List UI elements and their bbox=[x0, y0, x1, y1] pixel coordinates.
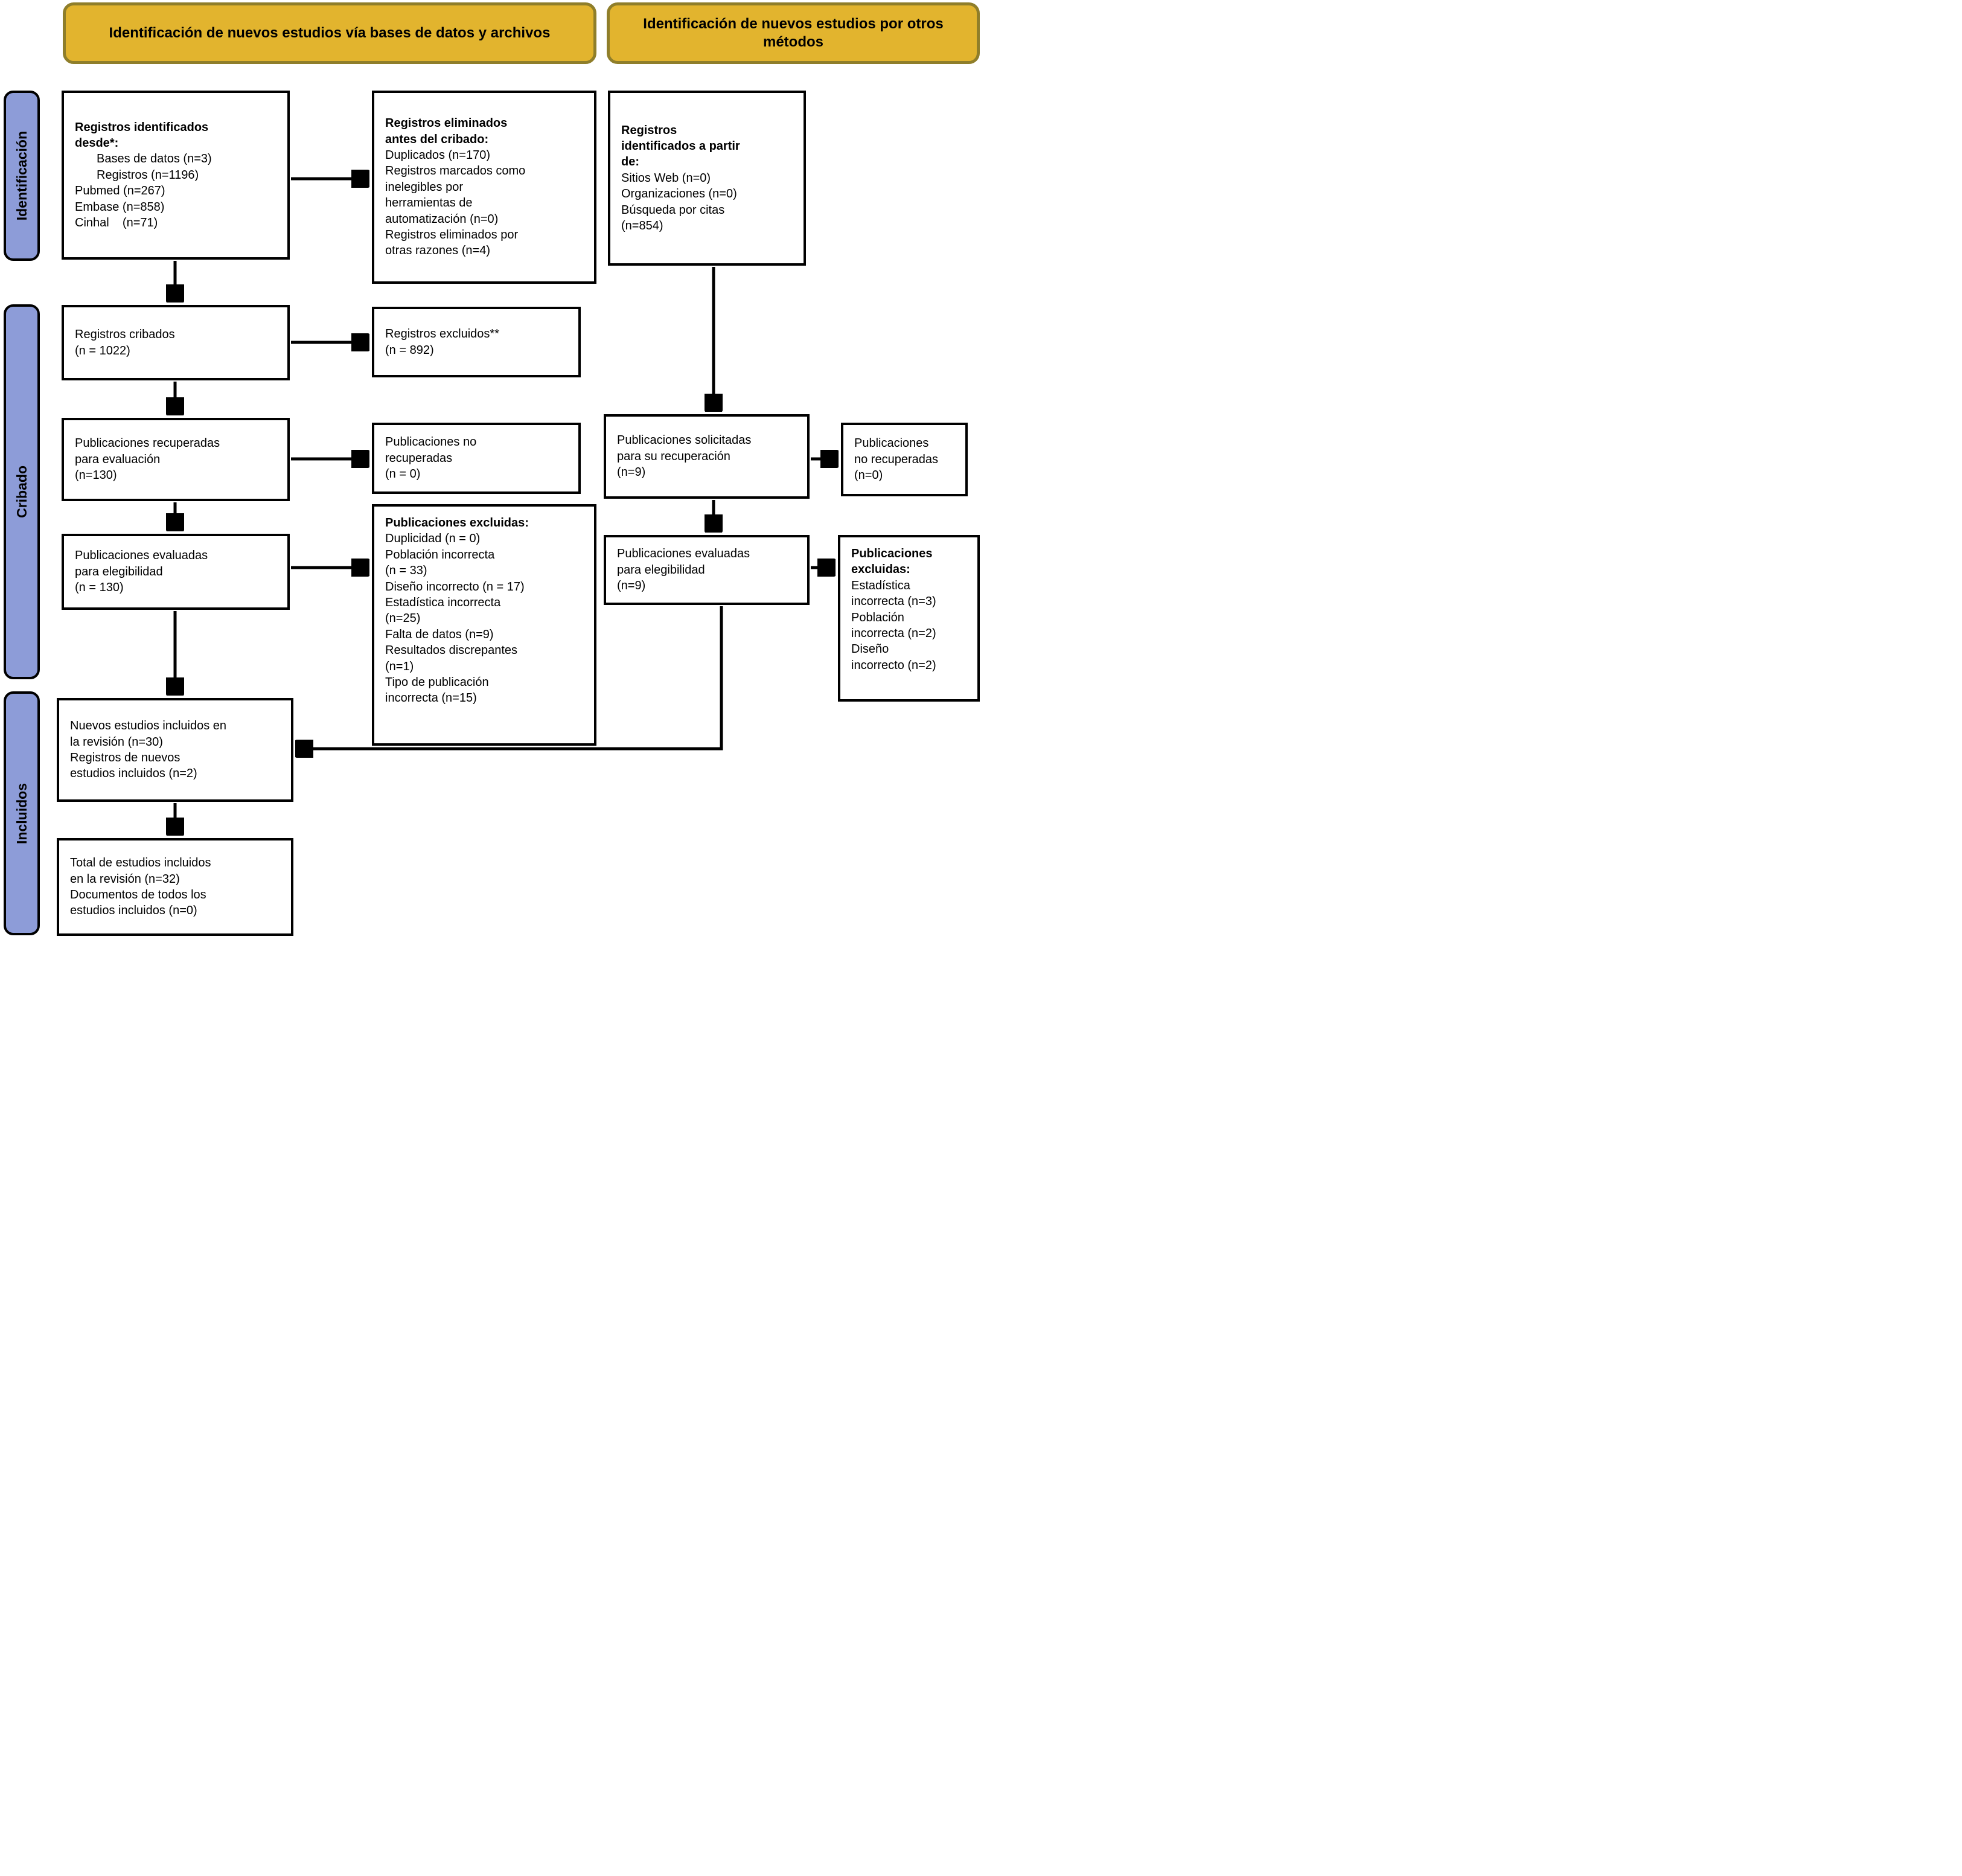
box-line: Estadística incorrecta (n=25) bbox=[385, 595, 501, 626]
box-new-studies-included: Nuevos estudios incluidos en la revisión… bbox=[57, 698, 293, 802]
phase-band-identification-label: Identificación bbox=[13, 130, 30, 221]
box-records-other-methods: Registros identificados a partir de: Sit… bbox=[608, 91, 806, 266]
box-line: Estadística incorrecta (n=3) bbox=[851, 578, 936, 609]
box-reports-not-retrieved-left: Publicaciones no recuperadas (n = 0) bbox=[372, 423, 581, 494]
box-records-screened-text: Registros cribados (n = 1022) bbox=[75, 328, 175, 357]
box-reports-excluded-right: Publicaciones excluidas: Estadística inc… bbox=[838, 535, 980, 702]
phase-band-included-label: Incluidos bbox=[13, 783, 30, 844]
box-line: Organizaciones (n=0) bbox=[621, 187, 737, 201]
box-line: Diseño incorrecto (n=2) bbox=[851, 642, 936, 672]
box-total-included: Total de estudios incluidos en la revisi… bbox=[57, 838, 293, 936]
box-line: Registros marcados como inelegibles por … bbox=[385, 164, 526, 226]
header-other-methods-label: Identificación de nuevos estudios por ot… bbox=[643, 16, 944, 50]
box-line: Falta de datos (n=9) bbox=[385, 627, 494, 641]
box-records-other-methods-title: Registros identificados a partir de: bbox=[621, 123, 740, 169]
header-other-methods: Identificación de nuevos estudios por ot… bbox=[607, 2, 980, 64]
box-line: Pubmed (n=267) bbox=[75, 184, 165, 198]
box-line: Duplicidad (n = 0) bbox=[385, 532, 481, 546]
box-line: Registros (n=1196) bbox=[97, 168, 199, 182]
box-line: Bases de datos (n=3) bbox=[97, 152, 212, 166]
box-line: Registros eliminados por otras razones (… bbox=[385, 228, 519, 258]
box-line: Embase (n=858) bbox=[75, 200, 165, 214]
box-line: Búsqueda por citas (n=854) bbox=[621, 203, 725, 232]
box-line: Cinhal (n=71) bbox=[75, 216, 158, 229]
box-line: Resultados discrepantes (n=1) bbox=[385, 644, 518, 673]
header-databases-label: Identificación de nuevos estudios vía ba… bbox=[109, 25, 551, 41]
prisma-flow-diagram: Identificación de nuevos estudios vía ba… bbox=[0, 0, 981, 938]
phase-band-included: Incluidos bbox=[4, 691, 40, 935]
box-records-identified: Registros identificados desde*: Bases de… bbox=[62, 91, 290, 260]
box-line: Diseño incorrecto (n = 17) bbox=[385, 580, 525, 594]
box-total-included-text: Total de estudios incluidos en la revisi… bbox=[70, 856, 211, 918]
box-reports-retrieved: Publicaciones recuperadas para evaluació… bbox=[62, 418, 290, 501]
box-reports-retrieved-text: Publicaciones recuperadas para evaluació… bbox=[75, 437, 220, 482]
box-reports-sought-right: Publicaciones solicitadas para su recupe… bbox=[604, 414, 810, 499]
box-reports-assessed-right-text: Publicaciones evaluadas para elegibilida… bbox=[617, 547, 750, 593]
box-line: Tipo de publicación incorrecta (n=15) bbox=[385, 675, 489, 705]
box-line: Población incorrecta (n=2) bbox=[851, 610, 936, 640]
box-reports-excluded-main-title: Publicaciones excluidas: bbox=[385, 516, 529, 530]
box-reports-assessed-left: Publicaciones evaluadas para elegibilida… bbox=[62, 534, 290, 610]
box-reports-assessed-left-text: Publicaciones evaluadas para elegibilida… bbox=[75, 549, 208, 595]
box-records-screened: Registros cribados (n = 1022) bbox=[62, 305, 290, 380]
box-line: Duplicados (n=170) bbox=[385, 149, 490, 162]
box-reports-not-retrieved-right-text: Publicaciones no recuperadas (n=0) bbox=[854, 437, 938, 482]
header-databases: Identificación de nuevos estudios vía ba… bbox=[63, 2, 596, 64]
box-line: Sitios Web (n=0) bbox=[621, 171, 711, 185]
box-records-identified-title: Registros identificados desde*: bbox=[75, 120, 209, 150]
phase-band-screening: Cribado bbox=[4, 304, 40, 679]
box-reports-sought-right-text: Publicaciones solicitadas para su recupe… bbox=[617, 434, 752, 479]
box-records-removed-title: Registros eliminados antes del cribado: bbox=[385, 117, 508, 146]
box-reports-assessed-right: Publicaciones evaluadas para elegibilida… bbox=[604, 535, 810, 605]
box-records-removed: Registros eliminados antes del cribado: … bbox=[372, 91, 596, 284]
box-line: Población incorrecta (n = 33) bbox=[385, 548, 495, 578]
box-reports-not-retrieved-right: Publicaciones no recuperadas (n=0) bbox=[841, 423, 968, 496]
box-reports-not-retrieved-left-text: Publicaciones no recuperadas (n = 0) bbox=[385, 435, 477, 481]
phase-band-screening-label: Cribado bbox=[13, 466, 30, 518]
box-new-studies-included-text: Nuevos estudios incluidos en la revisión… bbox=[70, 719, 227, 781]
box-reports-excluded-right-title: Publicaciones excluidas: bbox=[851, 547, 933, 577]
box-records-excluded-text: Registros excluidos** (n = 892) bbox=[385, 327, 499, 357]
phase-band-identification: Identificación bbox=[4, 91, 40, 261]
box-reports-excluded-main: Publicaciones excluidas: Duplicidad (n =… bbox=[372, 504, 596, 746]
box-records-excluded: Registros excluidos** (n = 892) bbox=[372, 307, 581, 377]
